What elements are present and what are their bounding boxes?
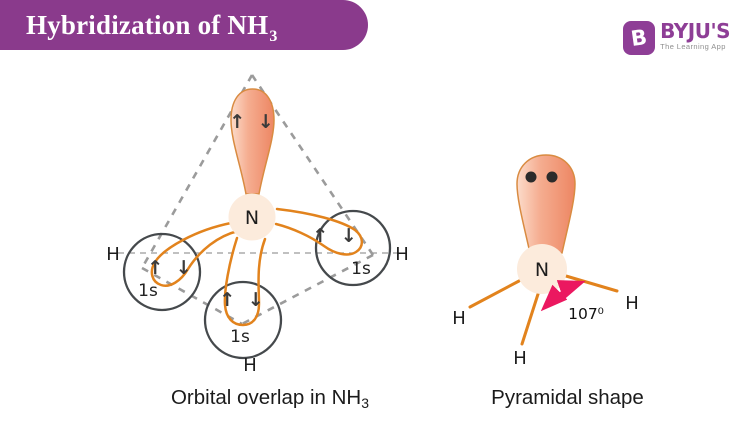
1s-circle-bottom — [203, 280, 283, 360]
spin-arrows-left: ↑ ↓ — [147, 257, 194, 279]
page-title: Hybridization of NH3 — [0, 9, 277, 45]
1s-circle-right — [314, 209, 392, 287]
1s-circle-left — [122, 232, 202, 312]
bonding-lobe-bottom — [223, 236, 267, 327]
caption-orbital-overlap-subscript: 3 — [361, 395, 370, 411]
caption-pyramidal-shape-text: Pyramidal shape — [491, 386, 644, 409]
bonding-lobe-right — [274, 207, 364, 256]
sp3-bonding-lobes — [150, 207, 364, 327]
lone-pair-lobe — [230, 88, 275, 195]
1s-label-bottom: 1s — [230, 327, 250, 347]
title-banner: Hybridization of NH3 — [0, 0, 368, 50]
orbital-overlap-diagram: ↑ ↓ N ↑ ↓ ↑ ↓ ↑ ↓ 1s 1s 1s H H H — [106, 74, 409, 376]
nitrogen-label: N — [245, 207, 259, 229]
byjus-tagline: The Learning App — [660, 42, 726, 51]
byjus-b-letter: B — [629, 25, 649, 51]
nitrogen-atom — [228, 193, 276, 241]
bond-angle-arrow — [540, 280, 586, 312]
byjus-logo-text: BYJU'S The Learning App — [660, 21, 730, 51]
lone-pair-lobe — [516, 154, 576, 254]
1s-label-left: 1s — [138, 281, 158, 301]
hydrogen-label-right: H — [625, 293, 639, 314]
lone-pair-dot-1 — [525, 171, 537, 183]
lone-pair-dots — [525, 171, 558, 183]
bonding-lobe-left — [150, 221, 240, 287]
page-title-text: Hybridization of NH — [26, 9, 269, 40]
hydrogen-label-right: H — [395, 244, 409, 265]
caption-pyramidal-shape: Pyramidal shape — [455, 386, 680, 410]
nitrogen-label: N — [535, 259, 549, 281]
hydrogen-label-bottom: H — [243, 355, 257, 376]
tetrahedron-edge-left — [140, 74, 254, 269]
1s-label-right: 1s — [351, 259, 371, 279]
byjus-b-icon: B — [623, 21, 656, 55]
lone-pair-dot-2 — [546, 171, 558, 183]
spin-arrows-bottom: ↑ ↓ — [219, 289, 266, 311]
caption-orbital-overlap: Orbital overlap in NH3 — [100, 386, 440, 411]
tetrahedron-edge-front-right — [241, 253, 374, 326]
byjus-logo: B BYJU'S The Learning App — [623, 21, 730, 55]
caption-orbital-overlap-text: Orbital overlap in NH — [170, 386, 362, 409]
byjus-brand-name: BYJU'S — [660, 19, 730, 43]
nh-bond-right — [564, 274, 619, 293]
nh-bond-bottom — [520, 289, 541, 346]
lone-pair-spin-arrows: ↑ ↓ — [229, 111, 276, 133]
page-title-subscript: 3 — [269, 27, 278, 45]
nh-bonds — [468, 274, 619, 346]
hydrogen-1s-circles — [122, 209, 392, 360]
pyramidal-shape-diagram: N 107⁰ H H H — [452, 154, 639, 369]
hydrogen-label-left: H — [106, 244, 120, 265]
hydrogen-label-bottom: H — [513, 348, 527, 369]
spin-arrows-right: ↑ ↓ — [312, 225, 359, 247]
nh-bond-left — [468, 279, 521, 309]
bond-angle-label: 107⁰ — [568, 305, 604, 323]
hydrogen-label-left: H — [452, 308, 466, 329]
